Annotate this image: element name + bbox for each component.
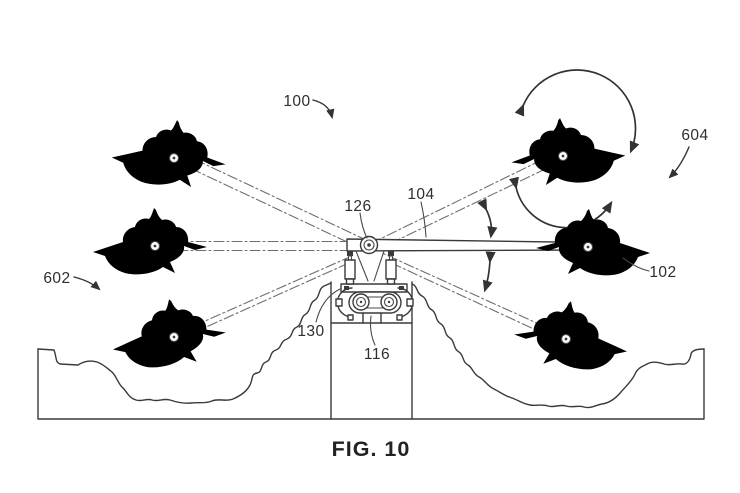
clamp-drum (335, 283, 414, 321)
vehicle-phantom-left (92, 207, 208, 275)
leader-126 (359, 212, 368, 239)
leader-104 (420, 201, 427, 238)
damper-right (385, 251, 397, 285)
ref-label-602: 602 (43, 270, 70, 287)
center-mechanism (330, 235, 414, 420)
ref-label-116: 116 (364, 346, 390, 363)
leader-130 (315, 288, 341, 323)
roll-rotation-arcs (508, 69, 640, 229)
vehicle-phantom-upper-right (506, 111, 629, 191)
leader-604 (668, 146, 690, 179)
leader-602 (73, 276, 101, 291)
ref-labels: 100 604 602 126 104 130 116 102 (43, 93, 708, 363)
vehicle-phantom-upper-left (108, 113, 231, 193)
ref-label-126: 126 (344, 198, 371, 215)
ref-label-102: 102 (649, 264, 676, 281)
pivot-bracket (355, 250, 385, 282)
ref-label-130: 130 (297, 323, 324, 340)
leader-100 (312, 99, 335, 120)
ref-label-100: 100 (283, 93, 310, 110)
leader-116 (369, 315, 376, 346)
base-platform (37, 348, 705, 420)
vehicle-phantom-lower-left (107, 293, 230, 373)
figure-caption: FIG. 10 (332, 437, 411, 461)
phantom-arm-upper-right (377, 151, 563, 249)
terrain (37, 282, 705, 409)
pivot-hub (359, 235, 379, 255)
arm-pivot-arrows (477, 198, 498, 293)
damper-left (344, 251, 356, 285)
phantom-arm-left (159, 240, 357, 252)
ref-label-104: 104 (407, 186, 434, 203)
phantom-arm-upper-left (174, 151, 365, 249)
leader-102 (622, 257, 650, 272)
support-column (362, 311, 382, 324)
ref-label-604: 604 (681, 127, 708, 144)
vehicle-phantom-lower-right (510, 295, 633, 375)
